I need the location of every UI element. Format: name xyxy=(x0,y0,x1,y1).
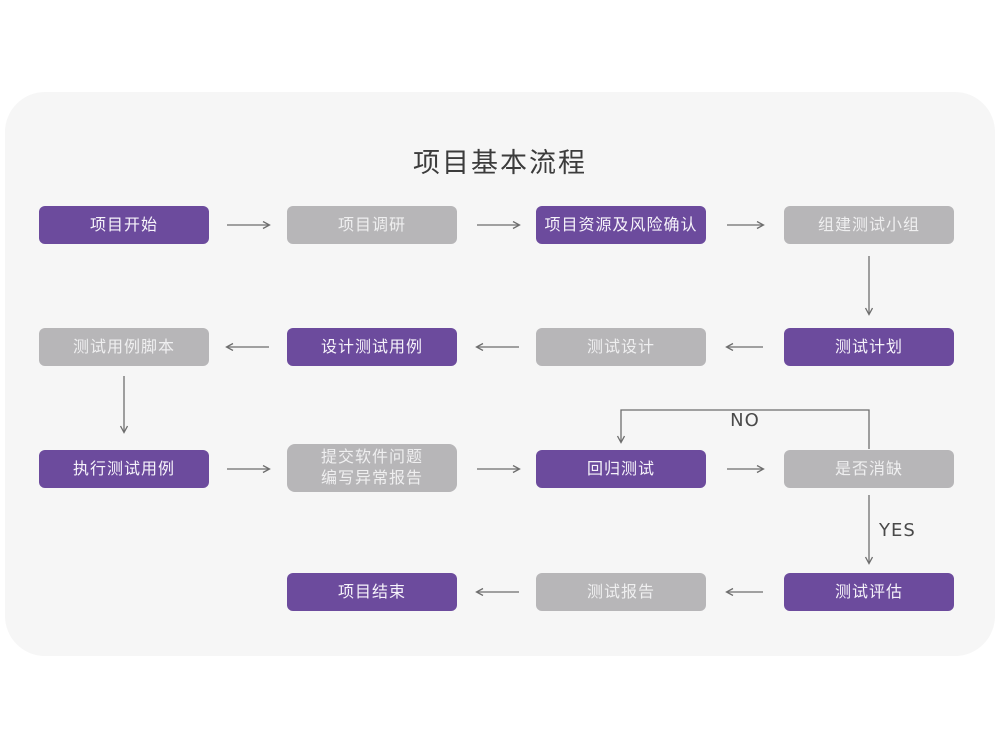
node-design-test-cases: 设计测试用例 xyxy=(287,328,457,366)
node-submit-issue-report: 提交软件问题 编写异常报告 xyxy=(287,444,457,492)
node-test-design: 测试设计 xyxy=(536,328,706,366)
node-test-plan: 测试计划 xyxy=(784,328,954,366)
flowchart-card: 项目基本流程 xyxy=(5,92,995,656)
node-resource-risk-confirm: 项目资源及风险确认 xyxy=(536,206,706,244)
node-test-report: 测试报告 xyxy=(536,573,706,611)
node-project-start: 项目开始 xyxy=(39,206,209,244)
node-test-evaluation: 测试评估 xyxy=(784,573,954,611)
node-regression-test: 回归测试 xyxy=(536,450,706,488)
node-test-case-script: 测试用例脚本 xyxy=(39,328,209,366)
branch-label-yes: YES xyxy=(879,520,916,541)
branch-label-no: NO xyxy=(730,410,760,431)
page-title: 项目基本流程 xyxy=(413,148,587,179)
node-defect-resolved: 是否消缺 xyxy=(784,450,954,488)
node-build-test-team: 组建测试小组 xyxy=(784,206,954,244)
node-project-research: 项目调研 xyxy=(287,206,457,244)
node-execute-test-cases: 执行测试用例 xyxy=(39,450,209,488)
node-project-end: 项目结束 xyxy=(287,573,457,611)
